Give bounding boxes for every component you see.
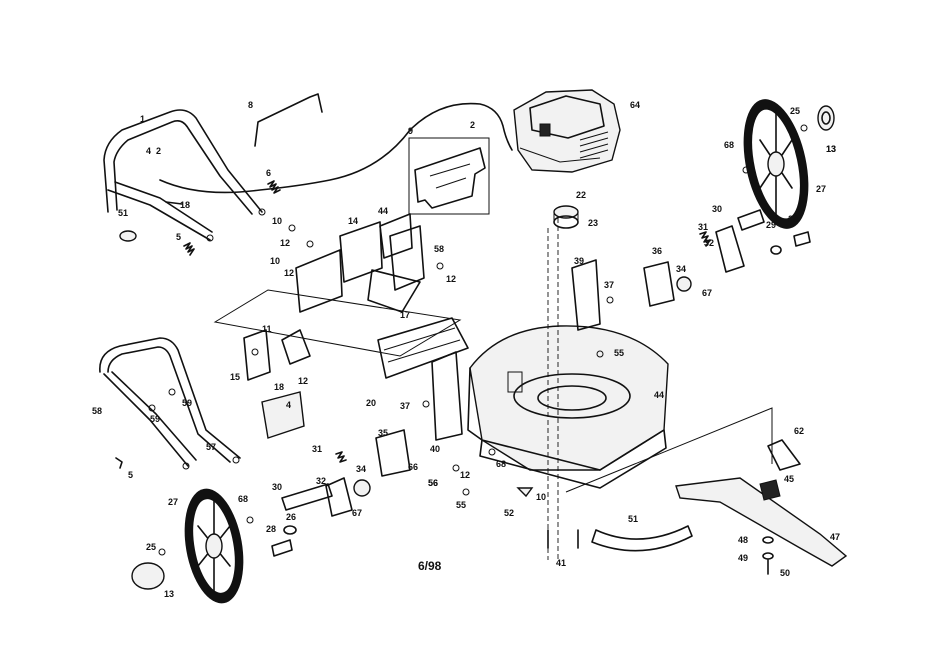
part-label: 25 [146, 542, 156, 552]
part-label: 12 [280, 238, 290, 248]
part-label: 47 [830, 532, 840, 542]
part-label: 5 [176, 232, 181, 242]
part-label: 52 [504, 508, 514, 518]
part-label: 48 [738, 535, 748, 545]
part-label: 59 [150, 414, 160, 424]
part-label: 10 [270, 256, 280, 266]
part-label: 51 [118, 208, 128, 218]
part-label: 57 [206, 442, 216, 452]
part-label: 58 [92, 406, 102, 416]
part-label: 15 [230, 372, 240, 382]
part-label: 41 [556, 558, 566, 568]
part-label: 50 [780, 568, 790, 578]
part-label: 4 [146, 146, 151, 156]
part-label: 5 [128, 470, 133, 480]
part-20-plate [377, 317, 469, 379]
part-labels: 1246892645151810121444581210121722233937… [92, 100, 840, 599]
part-label: 28 [266, 524, 276, 534]
part-label: 51 [628, 514, 638, 524]
control-cable [159, 102, 513, 194]
part-label: 12 [284, 268, 294, 278]
part-label: 23 [588, 218, 598, 228]
part-label: 31 [312, 444, 322, 454]
part-label: 11 [262, 324, 272, 334]
part-label: 34 [356, 464, 366, 474]
part-label: 27 [168, 497, 178, 507]
part-9-box [408, 137, 490, 215]
part-label: 37 [400, 401, 410, 411]
part-label: 13 [826, 144, 836, 154]
part-label: 44 [378, 206, 388, 216]
part-label: 12 [298, 376, 308, 386]
part-label: 10 [272, 216, 282, 226]
date-code: 6/98 [418, 559, 442, 573]
part-label: 39 [574, 256, 584, 266]
part-label: 49 [738, 553, 748, 563]
part-label: 29 [766, 220, 776, 230]
part-label: 55 [614, 348, 624, 358]
part-label: 35 [378, 428, 388, 438]
part-label: 14 [348, 216, 358, 226]
left-wheel [184, 488, 244, 604]
engine [513, 89, 621, 173]
part-label: 45 [784, 474, 794, 484]
part-label: 13 [164, 589, 174, 599]
part-4 [261, 391, 305, 439]
part-label: 40 [430, 444, 440, 454]
part-label: 66 [408, 462, 418, 472]
part-label: 68 [496, 459, 506, 469]
part-label: 18 [274, 382, 284, 392]
mower-deck [467, 325, 669, 489]
part-label: 1 [140, 114, 145, 124]
part-label: 64 [630, 100, 640, 110]
part-label: 56 [428, 478, 438, 488]
part-label: 44 [654, 390, 664, 400]
part-label: 18 [180, 200, 190, 210]
part-6-spring [267, 180, 281, 194]
part-label: 17 [400, 310, 410, 320]
part-label: 56 [428, 478, 438, 488]
lower-handle [99, 337, 241, 470]
part-label: 37 [604, 280, 614, 290]
part-label: 59 [182, 398, 192, 408]
part-label: 20 [366, 398, 376, 408]
part-label: 13 [826, 144, 836, 154]
blade [675, 477, 848, 567]
part-label: 9 [408, 126, 413, 136]
part-label: 28 [788, 214, 798, 224]
part-label: 68 [724, 140, 734, 150]
part-label: 30 [712, 204, 722, 214]
upper-handle [103, 109, 266, 242]
part-label: 4 [286, 400, 291, 410]
part-label: 2 [470, 120, 475, 130]
part-label: 12 [460, 470, 470, 480]
part-8 [254, 93, 323, 147]
right-wheel [743, 99, 809, 229]
part-label: 55 [456, 500, 466, 510]
part-label: 68 [238, 494, 248, 504]
part-label: 12 [446, 274, 456, 284]
part-label: 25 [790, 106, 800, 116]
part-label: 10 [536, 492, 546, 502]
part-label: 32 [316, 476, 326, 486]
part-label: 36 [652, 246, 662, 256]
control-panel [295, 213, 425, 313]
part-label: 62 [794, 426, 804, 436]
part-label: 67 [702, 288, 712, 298]
part-label: 34 [676, 264, 686, 274]
part-label: 22 [576, 190, 586, 200]
part-label: 2 [156, 146, 161, 156]
part-label: 8 [248, 100, 253, 110]
part-label: 30 [272, 482, 282, 492]
part-label: 67 [352, 508, 362, 518]
part-label: 26 [286, 512, 296, 522]
part-label: 58 [434, 244, 444, 254]
part-label: 27 [816, 184, 826, 194]
part-label: 6 [266, 168, 271, 178]
part-label: 32 [704, 238, 714, 248]
part-label: 31 [698, 222, 708, 232]
